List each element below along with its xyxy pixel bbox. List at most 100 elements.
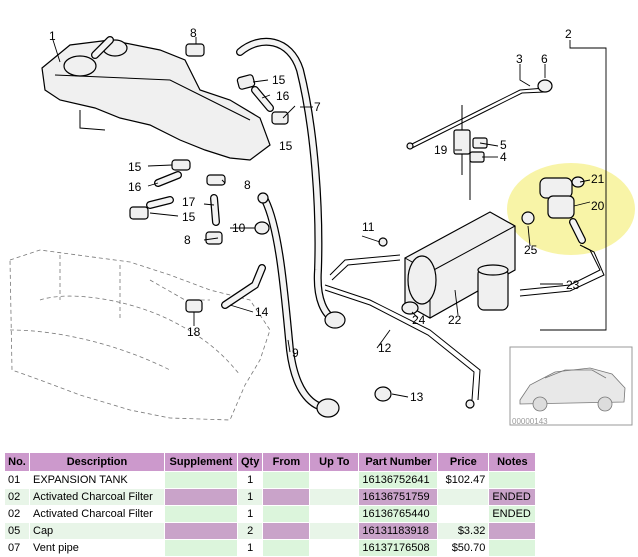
callout-9: 9: [292, 346, 299, 360]
callout-10: 10: [232, 221, 246, 235]
cell-notes: [489, 540, 536, 556]
callout-8b: 8: [244, 178, 251, 192]
clamps-and-hoses[interactable]: [129, 43, 289, 313]
cell-supplement: [165, 540, 237, 556]
callout-15c: 15: [128, 160, 142, 174]
callout-15b: 15: [279, 139, 293, 153]
callout-24: 24: [412, 313, 426, 327]
table-row[interactable]: 05 Cap 2 16131183918 $3.32: [5, 523, 536, 539]
cell-no: 02: [5, 489, 29, 505]
callout-17: 17: [182, 195, 196, 209]
cell-part-number[interactable]: 16136765440: [359, 506, 438, 522]
cell-upto: [310, 523, 359, 539]
table-row[interactable]: 02 Activated Charcoal Filter 1 161367517…: [5, 489, 536, 505]
cell-from: [263, 506, 310, 522]
cell-notes: [489, 523, 536, 539]
cell-price: $3.32: [438, 523, 489, 539]
cell-no: 02: [5, 506, 29, 522]
col-description: Description: [30, 453, 164, 471]
cell-from: [263, 472, 310, 488]
callout-2: 2: [565, 27, 572, 41]
callout-23: 23: [566, 278, 580, 292]
callout-8a: 8: [190, 26, 197, 40]
callout-7: 7: [314, 100, 321, 114]
valve-assembly[interactable]: [374, 176, 586, 402]
col-no: No.: [5, 453, 29, 471]
cell-part-number[interactable]: 16137176508: [359, 540, 438, 556]
cell-price: [438, 489, 489, 505]
table-header-row: No. Description Supplement Qty From Up T…: [5, 453, 536, 471]
col-from: From: [263, 453, 310, 471]
callout-20: 20: [591, 199, 605, 213]
vent-pipe[interactable]: [236, 37, 346, 329]
col-upto: Up To: [310, 453, 359, 471]
cell-supplement: [165, 506, 237, 522]
callout-22: 22: [448, 313, 462, 327]
callout-labels: 1 2 3 4 5 6 7 8 9 10 11 12 13 14 15 16 1…: [49, 26, 605, 404]
callout-8c: 8: [184, 233, 191, 247]
cell-qty: 2: [238, 523, 263, 539]
cell-upto: [310, 472, 359, 488]
cell-from: [263, 540, 310, 556]
parts-table: No. Description Supplement Qty From Up T…: [4, 452, 536, 557]
cell-qty: 1: [238, 472, 263, 488]
col-supplement: Supplement: [165, 453, 237, 471]
callout-14: 14: [255, 305, 269, 319]
cell-supplement: [165, 523, 237, 539]
callout-16a: 16: [276, 89, 290, 103]
callout-15d: 15: [182, 210, 196, 224]
expansion-tank[interactable]: [41, 36, 271, 161]
cell-part-number[interactable]: 16131183918: [359, 523, 438, 539]
callout-25: 25: [524, 243, 538, 257]
callout-12: 12: [378, 341, 392, 355]
callout-16b: 16: [128, 180, 142, 194]
callout-19: 19: [434, 143, 448, 157]
cell-no: 05: [5, 523, 29, 539]
cell-upto: [310, 506, 359, 522]
cell-description[interactable]: Vent pipe: [30, 540, 164, 556]
callout-4: 4: [500, 150, 507, 164]
callout-6: 6: [541, 52, 548, 66]
table-row[interactable]: 02 Activated Charcoal Filter 1 161367654…: [5, 506, 536, 522]
cell-description[interactable]: EXPANSION TANK: [30, 472, 164, 488]
table-row[interactable]: 01 EXPANSION TANK 1 16136752641 $102.47: [5, 472, 536, 488]
col-notes: Notes: [489, 453, 536, 471]
leader-lines: [52, 37, 607, 398]
thumbnail-code: 00000143: [512, 417, 548, 426]
hose-9[interactable]: [257, 192, 340, 418]
callout-15a: 15: [272, 73, 286, 87]
cell-part-number[interactable]: 16136752641: [359, 472, 438, 488]
cell-qty: 1: [238, 489, 263, 505]
cell-part-number[interactable]: 16136751759: [359, 489, 438, 505]
charcoal-canister[interactable]: [404, 105, 516, 319]
cell-upto: [310, 540, 359, 556]
cell-description[interactable]: Cap: [30, 523, 164, 539]
cell-no: 01: [5, 472, 29, 488]
callout-11: 11: [362, 220, 375, 234]
cell-qty: 1: [238, 506, 263, 522]
cell-notes: [489, 472, 536, 488]
callout-5: 5: [500, 138, 507, 152]
cell-supplement: [165, 472, 237, 488]
cell-no: 07: [5, 540, 29, 556]
col-qty: Qty: [238, 453, 263, 471]
callout-3: 3: [516, 52, 523, 66]
car-thumbnail[interactable]: 00000143: [509, 346, 633, 426]
cell-upto: [310, 489, 359, 505]
callout-1: 1: [49, 29, 56, 43]
cell-description[interactable]: Activated Charcoal Filter: [30, 489, 164, 505]
col-part-number: Part Number: [359, 453, 438, 471]
cell-notes: ENDED: [489, 506, 536, 522]
cell-supplement: [165, 489, 237, 505]
cell-qty: 1: [238, 540, 263, 556]
cell-from: [263, 489, 310, 505]
fuel-tank-outline: [9, 249, 271, 421]
cell-price: $50.70: [438, 540, 489, 556]
callout-21: 21: [591, 172, 605, 186]
callout-18: 18: [187, 325, 201, 339]
cell-description[interactable]: Activated Charcoal Filter: [30, 506, 164, 522]
cell-price: $102.47: [438, 472, 489, 488]
cell-from: [263, 523, 310, 539]
table-row[interactable]: 07 Vent pipe 1 16137176508 $50.70: [5, 540, 536, 556]
col-price: Price: [438, 453, 489, 471]
